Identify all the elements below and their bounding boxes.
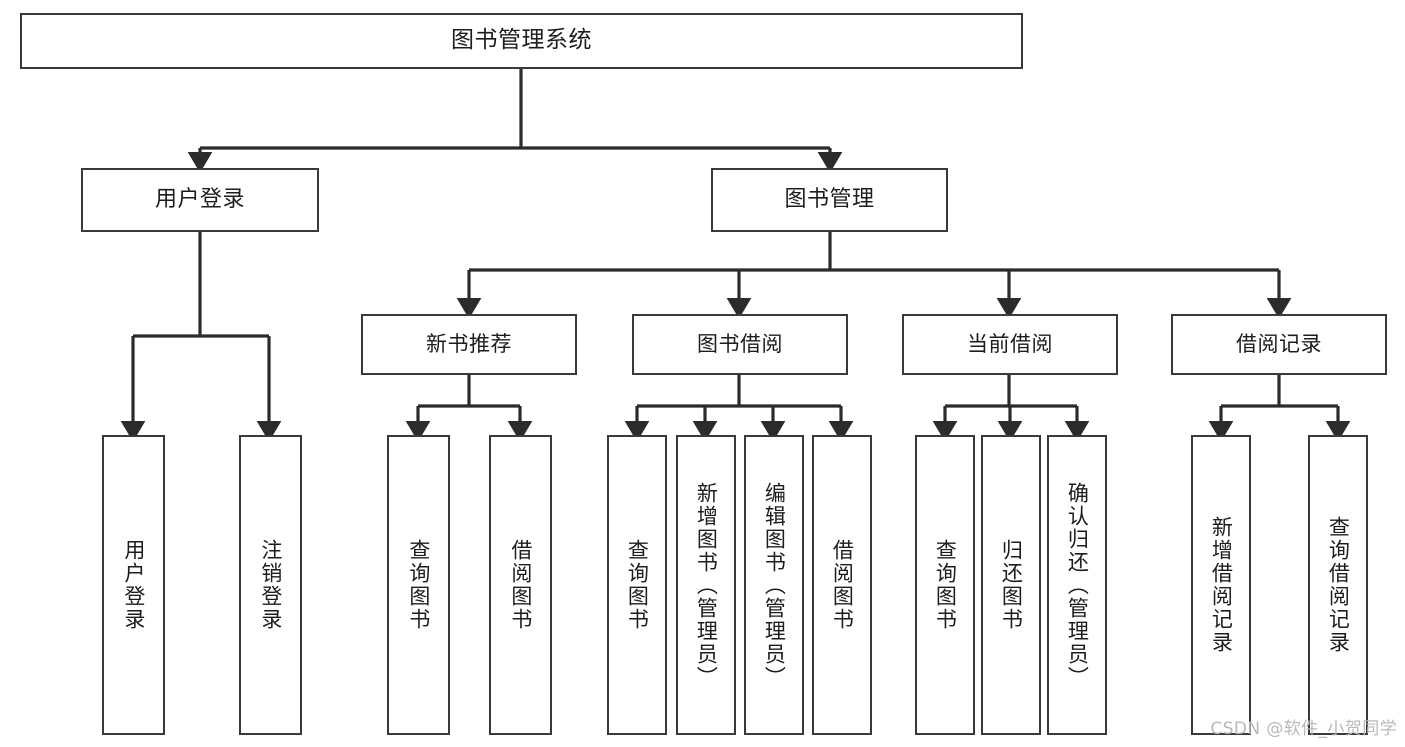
leaf-new-book-query-book[interactable]: 查询图书 xyxy=(387,435,450,735)
node-label: 新书推荐 xyxy=(426,332,512,357)
leaf-book-borrow-edit-book-admin[interactable]: 编辑图书（管理员） xyxy=(744,435,804,735)
node-root-book-management-system[interactable]: 图书管理系统 xyxy=(20,13,1023,69)
node-label: 借阅记录 xyxy=(1236,332,1322,357)
node-label: 新增图书（管理员） xyxy=(694,481,719,689)
leaf-current-borrow-return-book[interactable]: 归还图书 xyxy=(981,435,1041,735)
csdn-watermark: CSDN @软件_小贺同学 xyxy=(1210,719,1397,739)
leaf-new-book-borrow-book[interactable]: 借阅图书 xyxy=(489,435,552,735)
node-label: 当前借阅 xyxy=(967,332,1053,357)
node-label: 新增借阅记录 xyxy=(1209,516,1234,654)
node-label: 编辑图书（管理员） xyxy=(762,481,787,689)
leaf-book-borrow-query-book[interactable]: 查询图书 xyxy=(607,435,667,735)
node-label: 用户登录 xyxy=(121,539,146,631)
node-new-book-recommend[interactable]: 新书推荐 xyxy=(361,314,577,375)
node-label: 查询图书 xyxy=(625,539,650,631)
node-current-borrow[interactable]: 当前借阅 xyxy=(902,314,1118,375)
node-label: 用户登录 xyxy=(154,187,245,213)
node-label: 注销登录 xyxy=(258,539,283,631)
leaf-borrow-record-query-record[interactable]: 查询借阅记录 xyxy=(1308,435,1368,735)
node-borrow-record[interactable]: 借阅记录 xyxy=(1171,314,1387,375)
node-label: 借阅图书 xyxy=(508,539,533,631)
leaf-book-borrow-borrow-book[interactable]: 借阅图书 xyxy=(812,435,872,735)
node-label: 查询借阅记录 xyxy=(1326,516,1351,654)
node-book-borrow[interactable]: 图书借阅 xyxy=(632,314,848,375)
node-label: 归还图书 xyxy=(999,539,1024,631)
leaf-logout[interactable]: 注销登录 xyxy=(239,435,302,735)
node-label: 图书借阅 xyxy=(697,332,783,357)
node-label: 查询图书 xyxy=(933,539,958,631)
leaf-book-borrow-add-book-admin[interactable]: 新增图书（管理员） xyxy=(676,435,736,735)
leaf-user-login[interactable]: 用户登录 xyxy=(102,435,165,735)
leaf-borrow-record-add-record[interactable]: 新增借阅记录 xyxy=(1191,435,1251,735)
leaf-current-borrow-confirm-return-admin[interactable]: 确认归还（管理员） xyxy=(1047,435,1107,735)
node-book-management[interactable]: 图书管理 xyxy=(711,168,948,232)
node-label: 查询图书 xyxy=(406,539,431,631)
node-label: 图书管理 xyxy=(784,187,875,213)
leaf-current-borrow-query-book[interactable]: 查询图书 xyxy=(915,435,975,735)
node-label: 图书管理系统 xyxy=(451,27,592,54)
node-user-login[interactable]: 用户登录 xyxy=(81,168,319,232)
node-label: 借阅图书 xyxy=(830,539,855,631)
node-label: 确认归还（管理员） xyxy=(1065,481,1090,689)
